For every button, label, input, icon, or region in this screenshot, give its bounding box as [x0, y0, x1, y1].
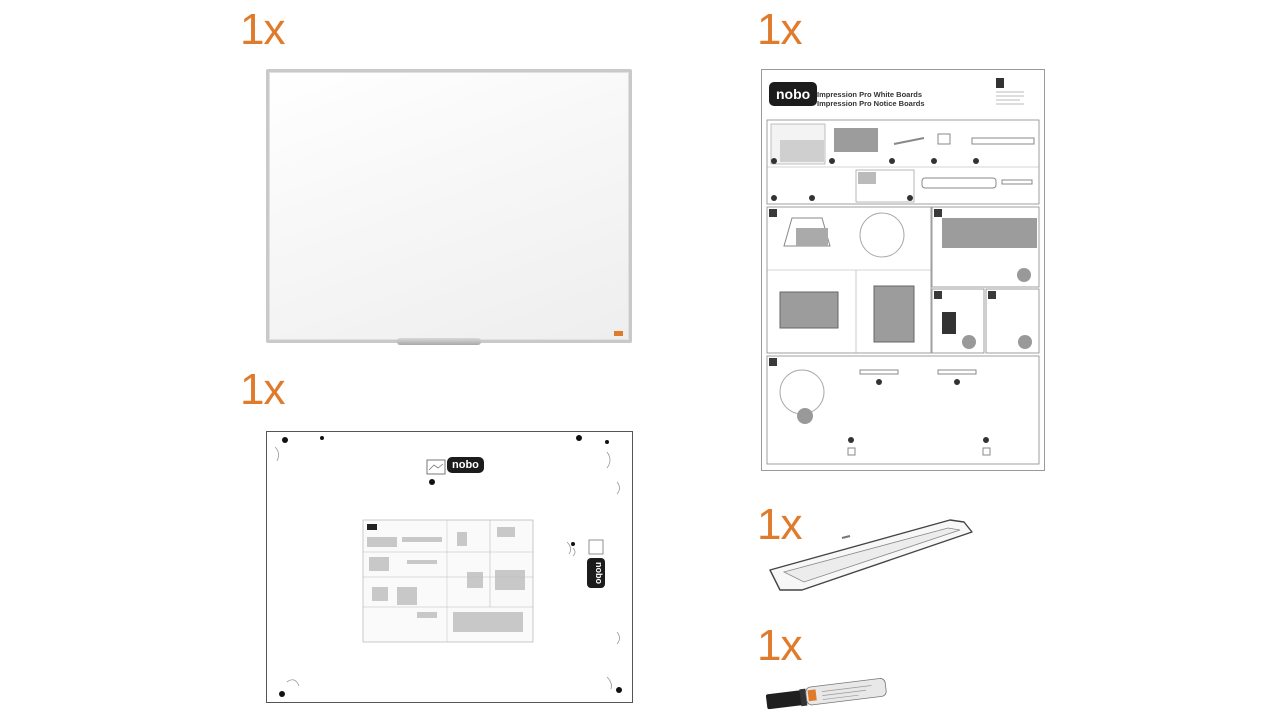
quantity-label-pen-tray: 1x	[757, 500, 802, 549]
instruction-manual-image: nobo Impression Pro White Boards Impress…	[761, 69, 1045, 471]
board-back-image: nobo nobo	[266, 431, 633, 703]
quantity-label-board-back: 1x	[240, 365, 285, 414]
back-brand-badge: nobo	[447, 457, 484, 473]
whiteboard-logo-tab	[614, 331, 623, 336]
quantity-label-marker: 1x	[757, 621, 802, 670]
manual-title: Impression Pro White Boards Impression P…	[817, 90, 925, 108]
whiteboard-image	[266, 69, 632, 345]
manual-diagram	[766, 78, 1040, 465]
manual-title-line2: Impression Pro Notice Boards	[817, 99, 925, 108]
whiteboard-pen-rail	[397, 338, 481, 345]
board-back-drawing: nobo	[274, 435, 622, 697]
marker-image	[765, 678, 887, 710]
side-brand-text: nobo	[594, 562, 604, 584]
quantity-label-whiteboard: 1x	[240, 5, 285, 54]
manual-title-line1: Impression Pro White Boards	[817, 90, 923, 99]
pen-tray-image	[769, 519, 973, 591]
manual-brand-badge: nobo	[769, 82, 818, 106]
quantity-label-manual: 1x	[757, 5, 802, 54]
